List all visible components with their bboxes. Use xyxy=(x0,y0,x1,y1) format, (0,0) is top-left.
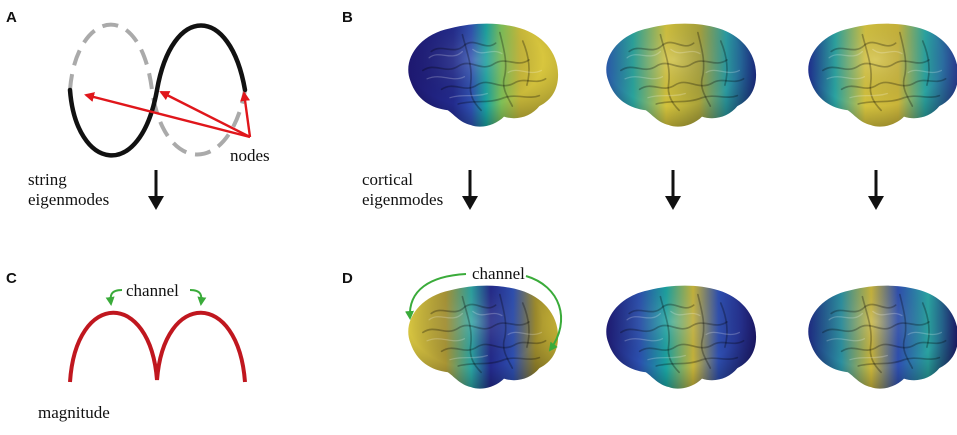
node-arrow-middle xyxy=(159,90,251,139)
brain-magnitude-1 xyxy=(408,285,559,389)
channel-label-d: channel xyxy=(472,264,525,283)
panel-letter-d: D xyxy=(342,270,353,287)
cortical-label-line2: eigenmodes xyxy=(362,190,443,209)
brain-magnitude-3 xyxy=(808,285,957,389)
down-arrow-b3 xyxy=(868,170,884,210)
string-solid-mode xyxy=(67,23,248,158)
channel-arrow-c-right xyxy=(189,289,207,306)
magnitude-label: magnitude xyxy=(38,403,110,422)
magnitude-curve xyxy=(68,310,247,383)
panel-letter-b: B xyxy=(342,9,353,26)
brain-mode-2 xyxy=(606,23,757,127)
node-arrows xyxy=(84,90,252,139)
string-dashed-mode xyxy=(68,22,247,157)
panel-letter-c: C xyxy=(6,270,17,287)
string-label-line2: eigenmodes xyxy=(28,190,109,209)
node-arrow-right xyxy=(240,91,252,138)
cortical-label-line1: cortical xyxy=(362,170,413,189)
brain-magnitude-2 xyxy=(606,285,757,389)
channel-arrow-d-left xyxy=(405,273,467,320)
channel-label-c: channel xyxy=(126,281,179,300)
brain-mode-1 xyxy=(408,23,559,127)
down-arrow-b1 xyxy=(462,170,478,210)
down-arrow-a xyxy=(148,170,164,210)
string-eigenmodes-diagram xyxy=(67,22,252,158)
node-arrow-left xyxy=(84,92,251,139)
down-arrow-b2 xyxy=(665,170,681,210)
brain-mode-3 xyxy=(808,23,957,127)
string-label-line1: string xyxy=(28,170,67,189)
nodes-label: nodes xyxy=(230,146,270,165)
channel-arrow-c-left xyxy=(105,289,123,306)
panel-letter-a: A xyxy=(6,9,17,26)
channel-arrow-d-right xyxy=(525,275,563,352)
